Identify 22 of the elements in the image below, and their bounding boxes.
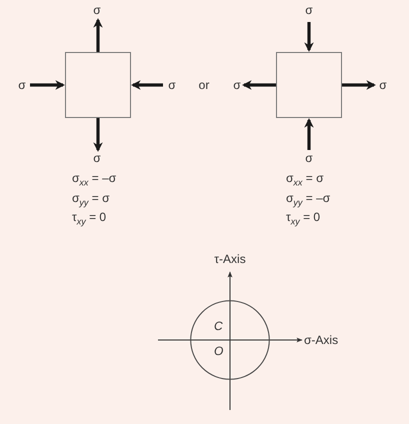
origin-label: O [214,344,224,358]
stress-equation: τ$_{xy}$ = 0 [72,210,106,228]
stress-symbol: σ [379,78,387,92]
stress-element-square [65,52,131,118]
axis-label: τ-Axis [214,252,246,266]
connector-word: or [198,78,210,92]
center-label: C [214,319,223,333]
stress-symbol: σ [93,151,101,165]
stress-symbol: σ [168,78,176,92]
stress-equation: σ$_{xx}$ = –σ [72,171,116,190]
stress-symbol: σ [305,151,313,165]
stress-symbol: σ [18,78,26,92]
axis-label: σ-Axis [304,333,338,347]
stress-equation: σ$_{xx}$ = σ [286,171,324,190]
mohr-circle [190,300,270,380]
stress-equation: τ$_{xy}$ = 0 [286,210,320,228]
stress-symbol: σ [305,3,313,17]
stress-equation: σ$_{yy}$ = σ [72,191,110,210]
stress-symbol: σ [233,78,241,92]
stress-element-square [276,52,342,118]
stress-equation: σ$_{yy}$ = –σ [286,191,330,210]
stress-symbol: σ [93,3,101,17]
